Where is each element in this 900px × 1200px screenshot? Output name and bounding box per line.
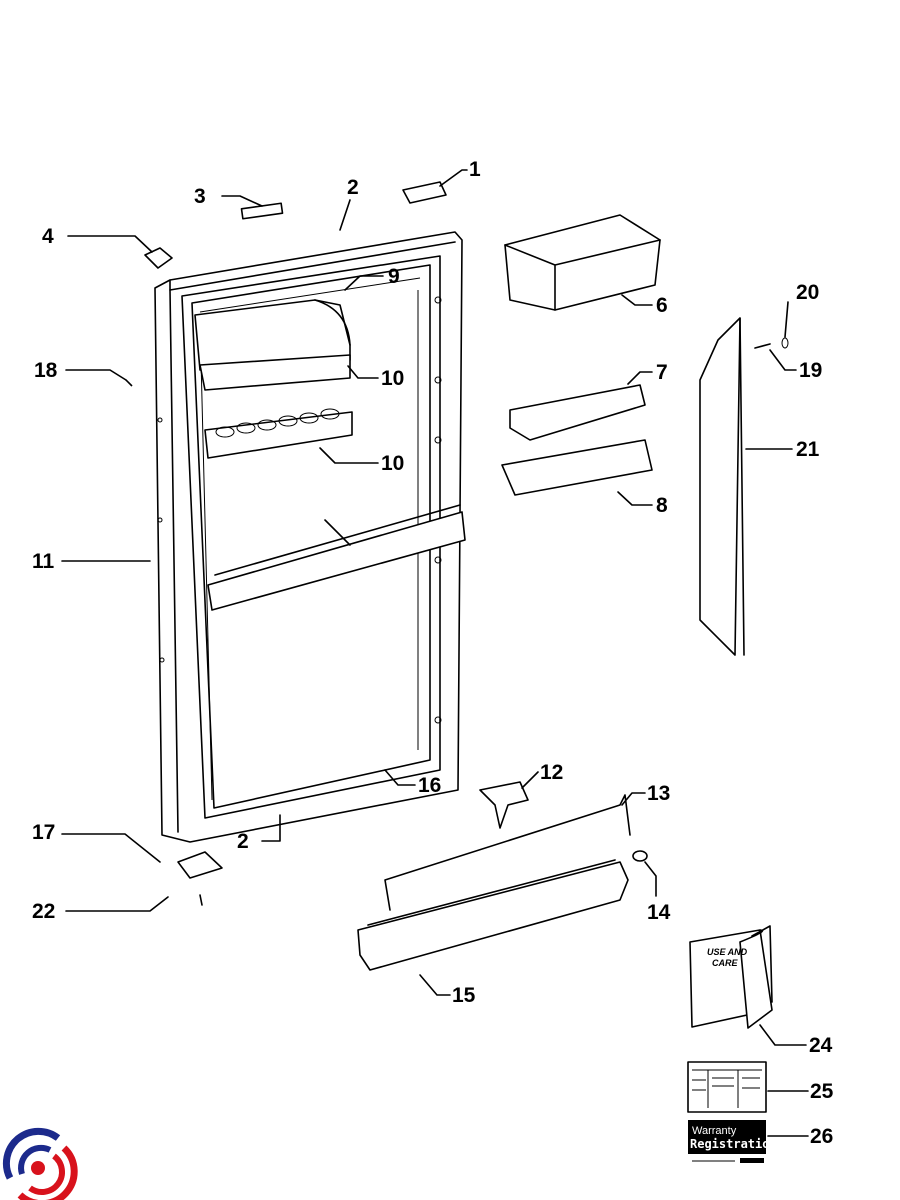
egg-cups: [215, 408, 340, 438]
callout-25: 25: [810, 1080, 834, 1103]
egg-shelf: [204, 411, 353, 459]
warranty-line2: Registration: [690, 1137, 777, 1151]
warranty-registration-card: Warranty Registration: [688, 1120, 777, 1163]
leader-lines: [61, 169, 809, 1137]
callout-10-upper: 10: [381, 367, 404, 390]
callout-20: 20: [796, 281, 819, 304]
booklet-title-line1: USE AND: [707, 947, 748, 957]
callout-15: 15: [452, 984, 476, 1007]
callouts: 1 2 3 4 9 20 6 18 10 19 7 10 21 8 11 12 …: [32, 158, 834, 1148]
callout-2-bottom: 2: [237, 830, 249, 853]
butter-compartment-part-6: [504, 214, 661, 311]
brand-logo: [2, 1127, 78, 1200]
hinge-part-4: [144, 247, 173, 269]
callout-18: 18: [34, 359, 58, 382]
washer-part-20: [781, 337, 789, 349]
callout-7: 7: [656, 361, 668, 384]
screw-part-19: [754, 343, 771, 349]
callout-4: 4: [42, 225, 54, 248]
shelf-part-8: [501, 439, 653, 496]
callout-16: 16: [418, 774, 441, 797]
use-and-care-booklet: USE AND CARE: [689, 925, 773, 1029]
door-bin-large: [207, 511, 466, 611]
callout-17: 17: [32, 821, 55, 844]
door-gasket-part-21: [699, 317, 741, 656]
callout-2-top: 2: [347, 176, 359, 199]
door-shelf-upper: [199, 354, 351, 391]
callout-24: 24: [809, 1034, 833, 1057]
callout-9: 9: [388, 265, 400, 288]
callout-11: 11: [32, 550, 55, 573]
retainer-bar-part-13: [384, 794, 631, 911]
door-dimples: [157, 296, 442, 724]
screw-part-18: [125, 379, 133, 387]
callout-26: 26: [810, 1125, 833, 1148]
callout-21: 21: [796, 438, 820, 461]
callout-10-lower: 10: [381, 452, 404, 475]
screw-part-22: [199, 894, 203, 906]
bottom-hinge-part-17: [177, 851, 223, 879]
callout-13: 13: [647, 782, 670, 805]
warranty-sheet: [687, 1061, 767, 1113]
callout-22: 22: [32, 900, 55, 923]
hinge-cover-part-1: [402, 181, 447, 204]
callout-1: 1: [469, 158, 481, 181]
bin-clip-part-12: [479, 781, 529, 829]
callout-14: 14: [647, 901, 671, 924]
bottom-bin-part-15: [357, 861, 629, 971]
warranty-line1: Warranty: [692, 1125, 737, 1137]
callout-3: 3: [194, 185, 206, 208]
callout-6: 6: [656, 294, 668, 317]
callout-8: 8: [656, 494, 668, 517]
callout-19: 19: [799, 359, 822, 382]
callout-12: 12: [540, 761, 563, 784]
booklet-title-line2: CARE: [712, 958, 738, 968]
egg-tray-part-7: [509, 384, 646, 441]
cap-part-14: [632, 850, 648, 862]
door-assembly: [154, 231, 466, 843]
